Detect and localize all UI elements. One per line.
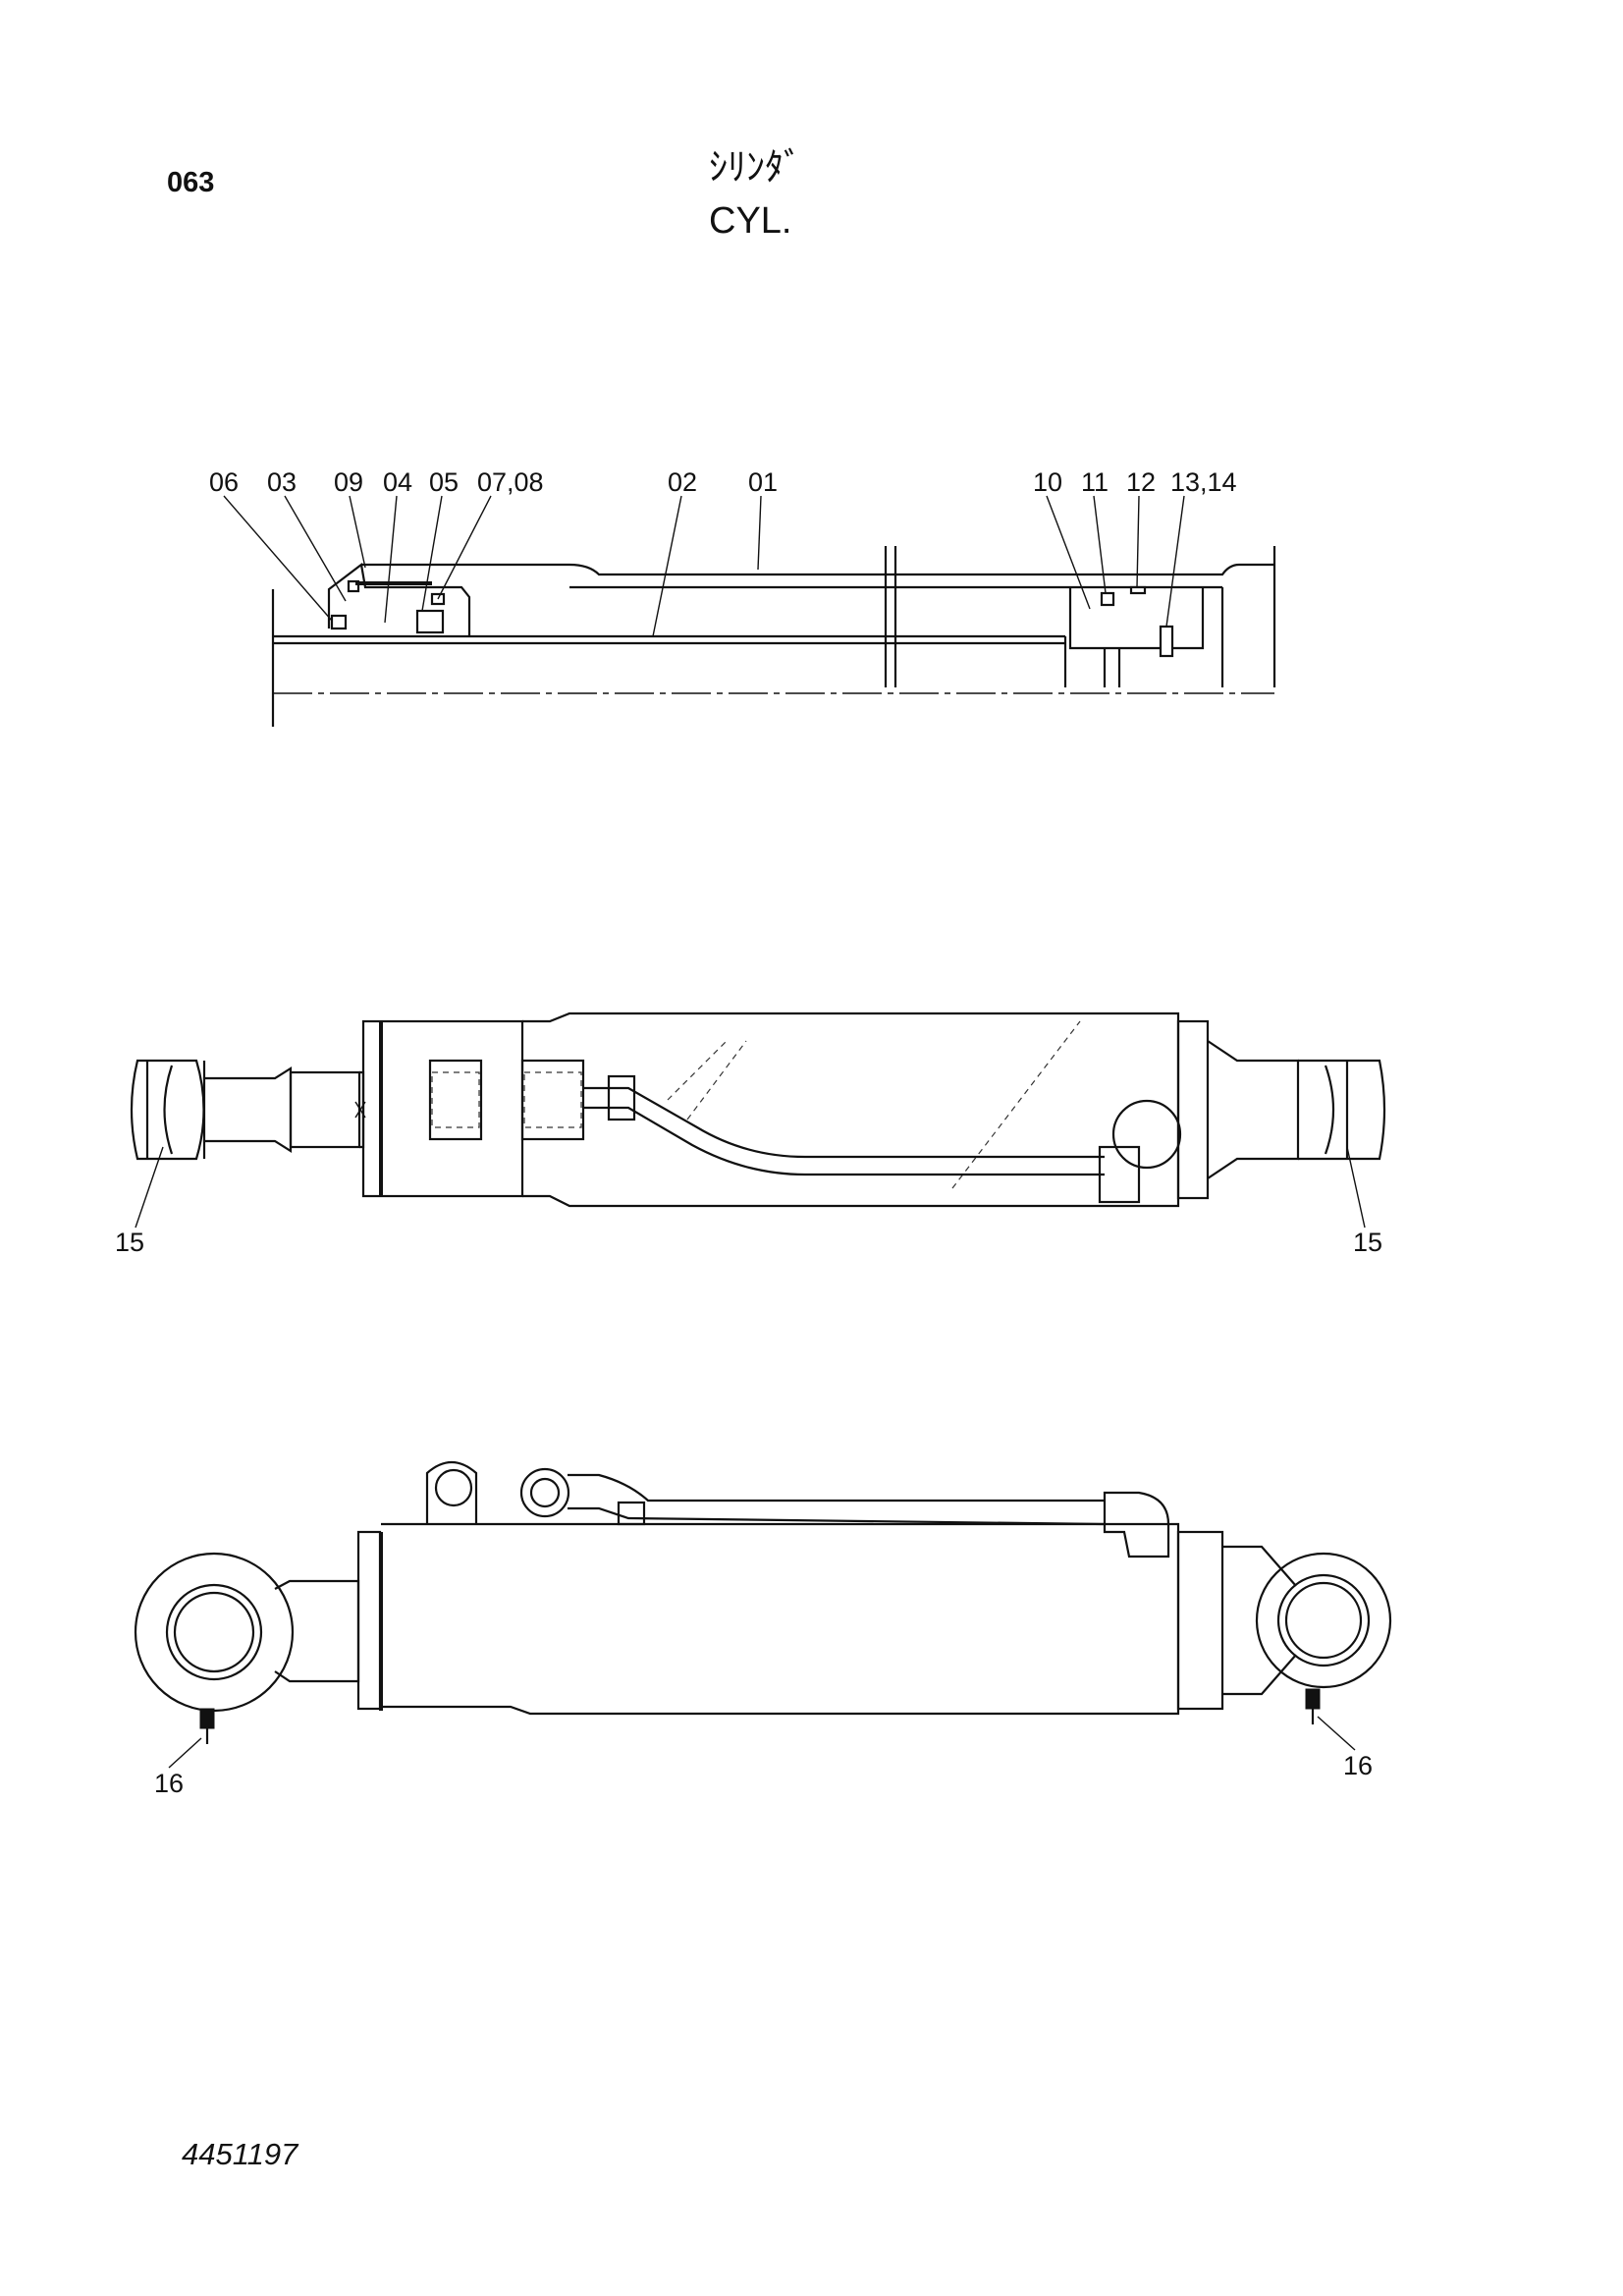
callout-16-left: 16 — [154, 1769, 185, 1798]
page-number: 063 — [167, 167, 215, 198]
callout-02: 02 — [668, 467, 698, 497]
callout-11: 11 — [1081, 467, 1109, 497]
callout-07-08: 07,08 — [477, 467, 544, 497]
title-english: CYL. — [709, 200, 792, 242]
callout-15-left: 15 — [115, 1228, 145, 1257]
callout-15-right: 15 — [1353, 1228, 1383, 1257]
callout-06: 06 — [209, 467, 240, 497]
callout-13-14: 13,14 — [1170, 467, 1237, 497]
callout-12: 12 — [1126, 467, 1157, 497]
callout-10: 10 — [1033, 467, 1063, 497]
top-view — [130, 1011, 1386, 1229]
callout-16-right: 16 — [1343, 1751, 1374, 1780]
callout-03: 03 — [267, 467, 298, 497]
title-japanese: ｼﾘﾝﾀﾞ — [709, 147, 803, 189]
callout-01: 01 — [748, 467, 779, 497]
drawing-number: 4451197 — [182, 2137, 298, 2171]
callout-04: 04 — [383, 467, 413, 497]
side-view — [134, 1460, 1392, 1769]
callout-05: 05 — [429, 467, 460, 497]
callout-09: 09 — [334, 467, 364, 497]
section-view — [223, 495, 1276, 727]
